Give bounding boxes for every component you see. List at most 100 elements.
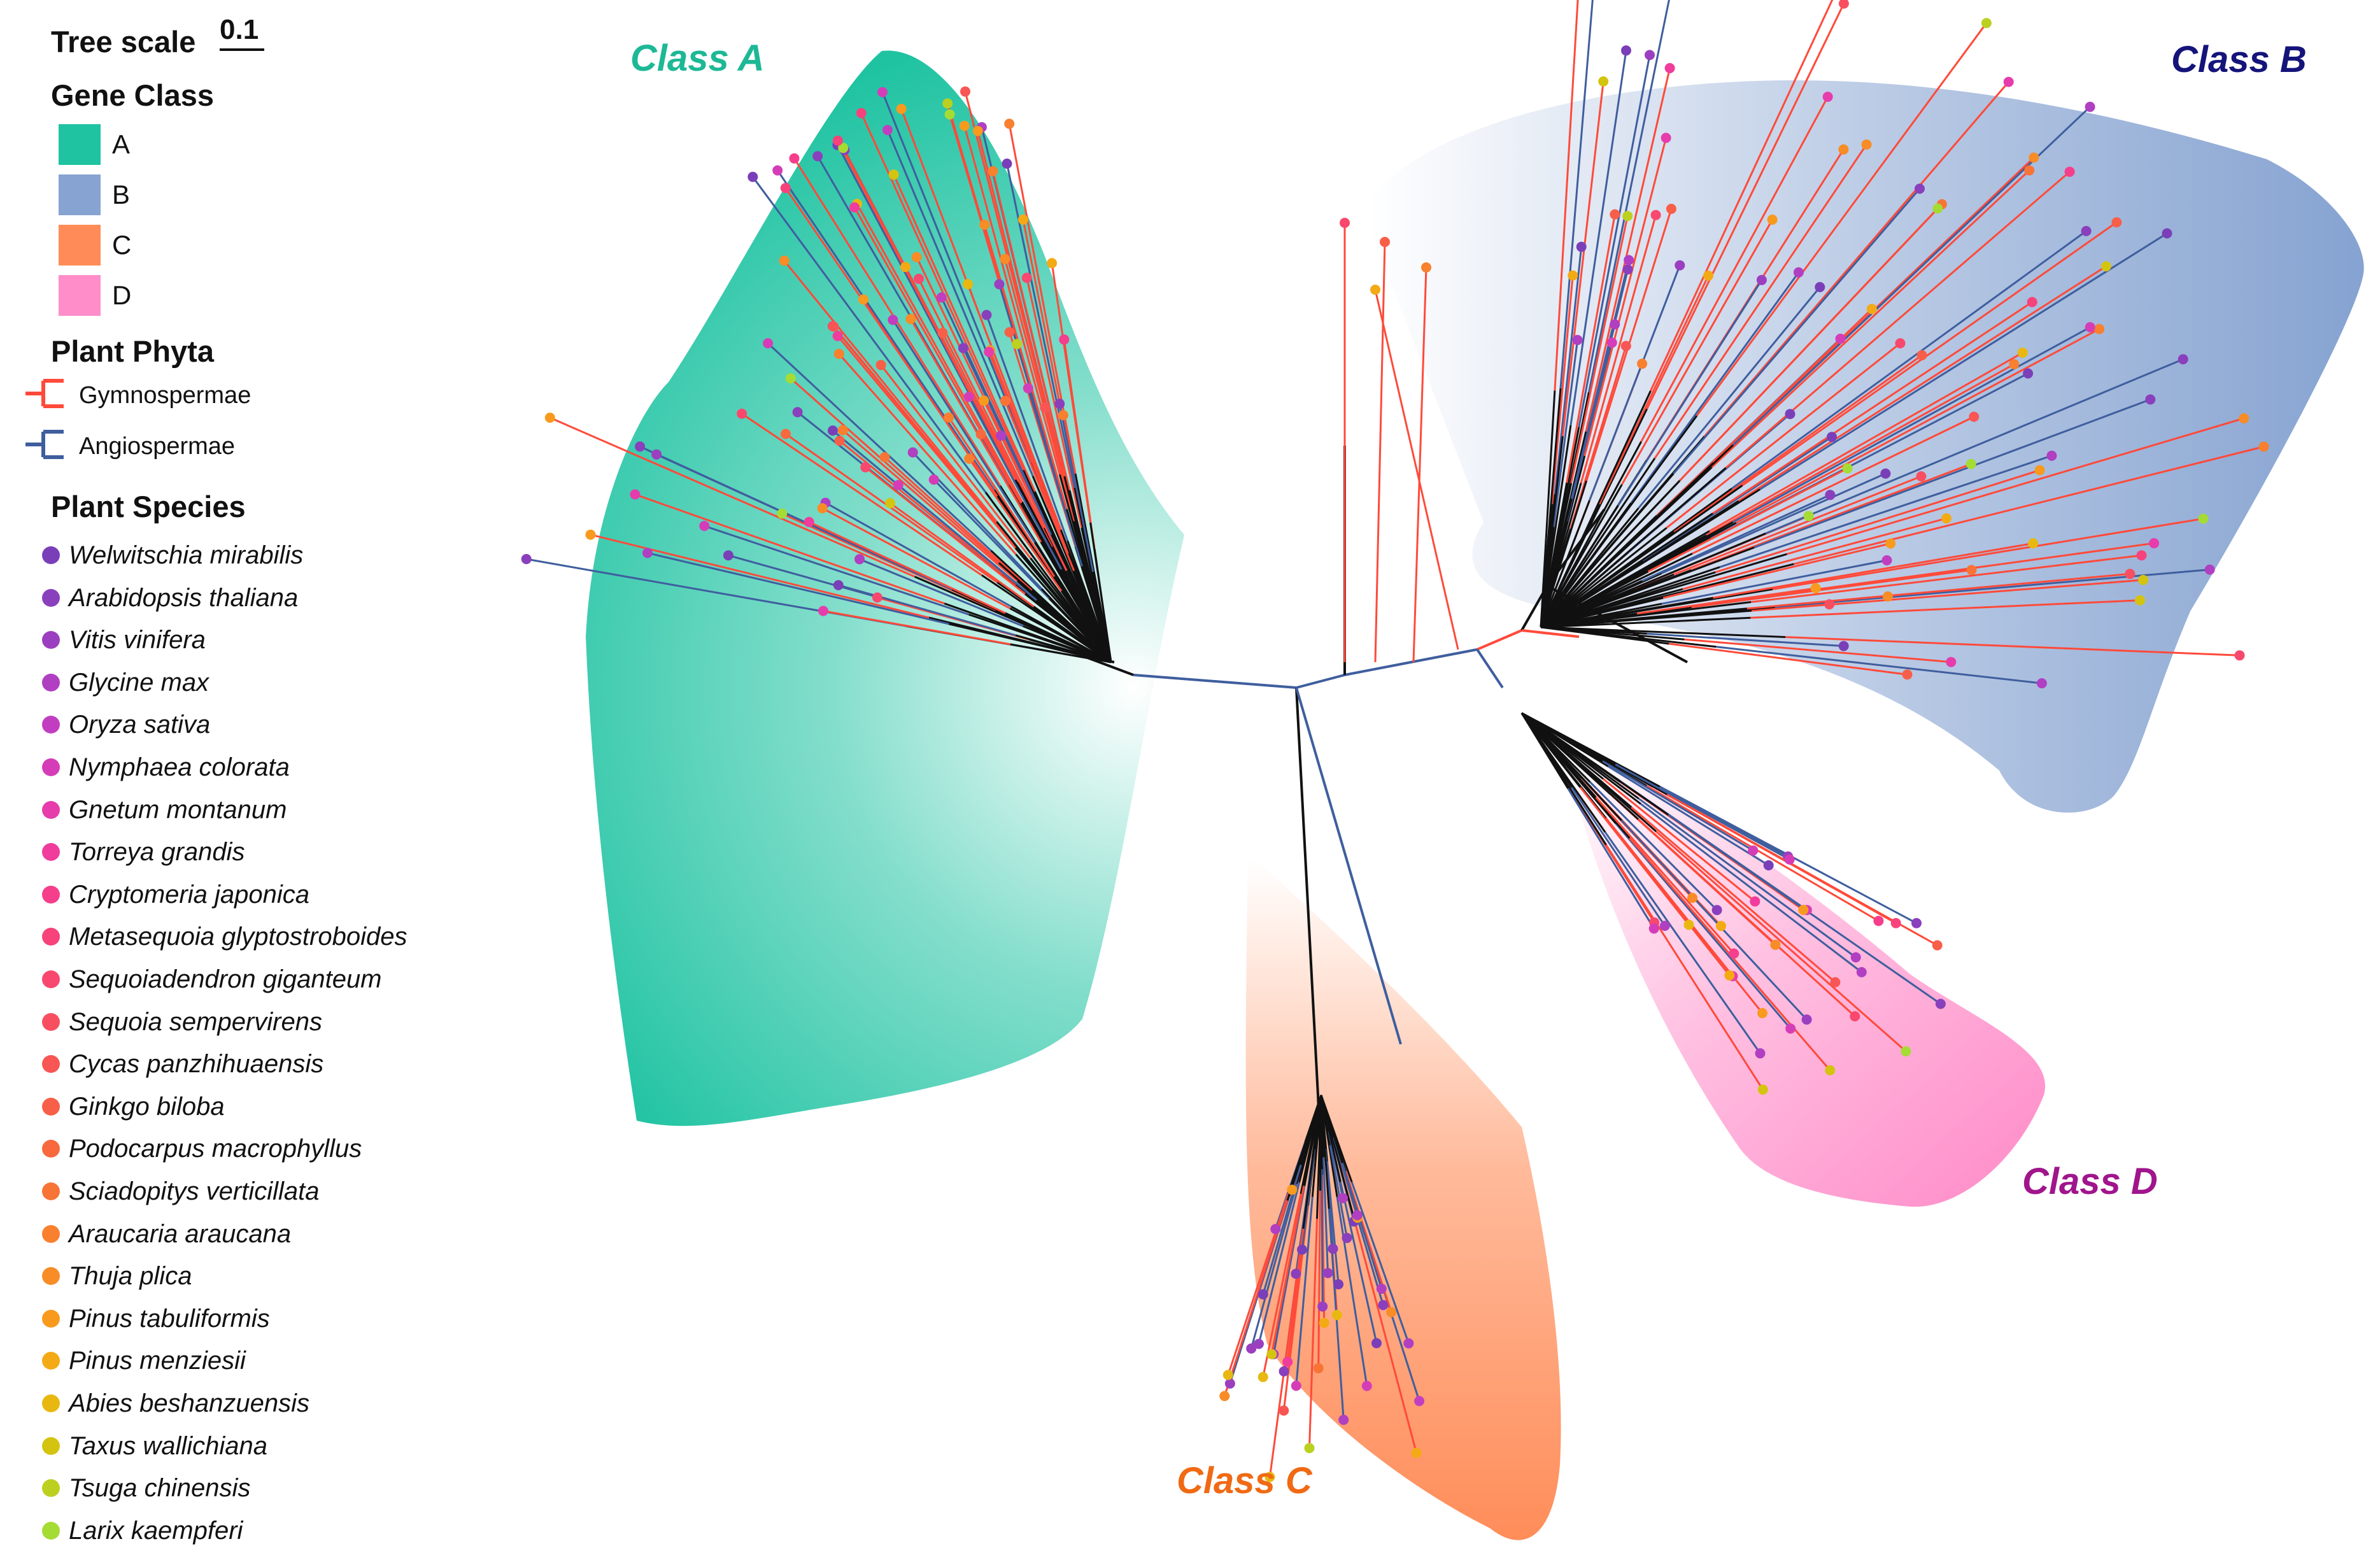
tree-branch [776,169,995,491]
tree-branch [1540,390,1556,628]
tree-branch [1322,1157,1329,1273]
tree-tip [1932,203,1943,214]
tree-tip [1873,916,1884,926]
tree-branch [1540,513,1713,628]
tree-tip [2034,465,2045,476]
tree-branch [1691,569,1972,609]
tree-tip [1835,334,1846,344]
tree-branch [1731,230,2087,490]
tree-branch [1520,713,1606,833]
tree-tip [996,430,1006,441]
tree-branch [1302,1095,1322,1229]
tree-branch [1344,648,1478,676]
tree-tip [785,373,796,384]
tree-tip [1620,341,1631,351]
tree-tip [856,108,867,118]
tree-tip [1756,274,1767,285]
tree-branch [838,353,1017,555]
tree-tip [2029,152,2039,163]
tree-tip [1703,271,1713,281]
gene-class-title: Gene Class [51,78,215,112]
phyta-branch-icon [25,430,64,459]
tree-tip [2135,595,2146,606]
species-dot [42,928,60,946]
tree-tip [1866,304,1877,315]
tree-branch [842,429,1018,582]
phyta-label: Angiospermae [79,433,236,460]
species-dot [42,843,60,862]
tree-tip [834,436,845,446]
gene-class-swatch-a [59,124,101,165]
tree-tip [1838,0,1849,9]
tree-tip [1338,1414,1349,1425]
tree-tip [1606,337,1617,348]
tree-tip [888,169,899,180]
tree-tip [1266,1349,1277,1359]
species-label: Ginkgo biloba [69,1092,225,1121]
tree-branch [1319,1095,1322,1191]
tree-branch [1521,712,1669,816]
tree-branch [1647,632,1844,648]
tree-tip [763,338,774,349]
tree-branch [1604,832,1761,1054]
tree-branch [1060,590,1112,663]
tree-tip [1282,1356,1293,1367]
tree-tip [979,395,989,406]
tree-branch [1602,760,1754,851]
tree-tip [1219,1391,1230,1401]
tree-tip [885,498,896,509]
species-label: Taxus wallichiana [69,1431,268,1460]
species-dot [42,885,60,904]
tree-branch [1540,521,1734,628]
tree-tip [2136,550,2147,561]
tree-branch [785,433,998,583]
species-dot [42,1479,60,1498]
tree-tip [817,503,828,514]
tree-branch [1006,163,1076,488]
tree-branch [1598,275,1710,505]
tree-tip [1568,270,1578,281]
tree-tip [1304,1443,1315,1454]
species-dot [42,1182,60,1200]
tree-tip [1935,998,1946,1009]
tree-branch [998,562,1112,663]
tree-tip [944,109,955,120]
species-dot [42,673,60,691]
species-dot [42,1140,60,1158]
tree-tip [1842,463,1853,474]
species-label: Araucaria araucana [69,1219,292,1248]
tree-branch [1009,607,1112,663]
tree-tip [2085,322,2095,332]
tree-tip [1279,1366,1289,1377]
tree-branch [1520,713,1597,798]
tree-tip [1224,1378,1235,1389]
tree-branch [1133,674,1297,689]
tree-branch [838,584,1016,637]
tree-tip [1793,267,1804,278]
tree-branch [865,466,1026,595]
tree-tip [2024,165,2035,176]
tree-tip [1770,939,1781,950]
species-label: Podocarpus macrophyllus [69,1135,362,1163]
tree-tip [907,447,918,458]
tree-tip [792,407,803,418]
tree-branch [1587,0,1670,393]
tree-tip [2064,166,2075,177]
tree-tip [544,413,555,423]
tree-tip [1411,1447,1422,1458]
tree-branch [1027,388,1083,567]
class-a-region [586,50,1184,1126]
class-a-label: Class A [630,38,765,79]
tree-branch [1058,403,1094,572]
tree-branch [1607,765,1769,867]
tree-branch [1540,500,1590,628]
tree-branch [1650,0,1834,392]
tree-branch [1684,638,1951,663]
tree-branch [1540,444,1734,628]
tree-tip [1340,218,1350,228]
tree-tip [1827,432,1837,443]
species-label: Metasequoia glyptostroboides [69,923,407,951]
tree-tip [1861,139,1872,150]
tree-branch [1615,823,1792,1030]
